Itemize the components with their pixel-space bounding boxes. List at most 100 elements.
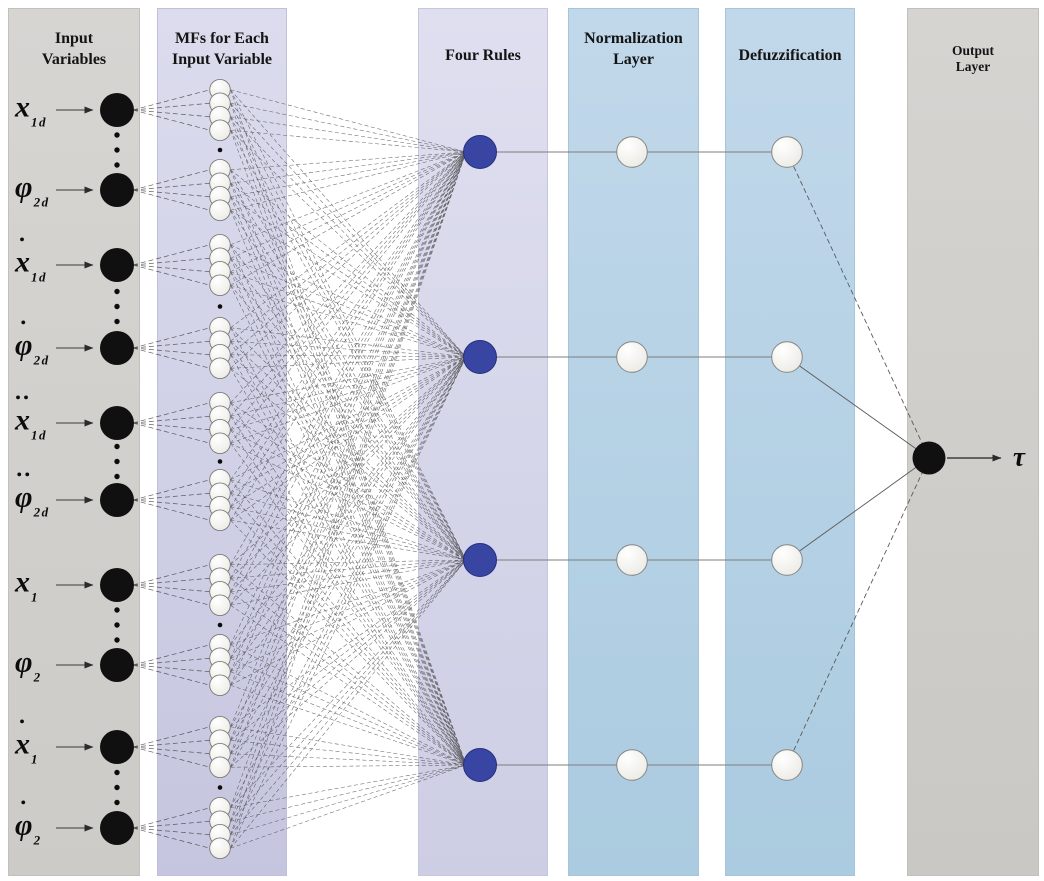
defuzzification-node [771,341,803,373]
fan-link [132,264,211,286]
dot [114,769,120,776]
defuzzification-title: Defuzzification [738,47,842,64]
derivative-dots: •• [15,468,32,482]
mesh-link [230,356,467,754]
variable-base: x [15,727,30,761]
fan-link [132,492,211,501]
mesh-link [230,285,467,561]
mesh-link [230,559,467,579]
mesh-link [230,129,467,153]
mesh-link [230,116,467,561]
mesh-link [230,356,467,431]
mesh-link [230,341,467,561]
mesh-link [230,151,467,480]
mesh-link [230,506,467,766]
fan-link [132,189,211,211]
variable-base: φ [15,480,33,514]
mesh-link [230,151,467,328]
mesh-link [230,764,467,809]
mesh-link [230,151,467,211]
fan-link [132,402,211,424]
mesh-link [230,151,467,768]
dot [114,132,120,138]
mesh-link [230,151,467,403]
output-layer-title: Output Layer [951,43,995,74]
mesh-link [230,151,467,592]
mesh-link [230,257,467,358]
fan-link [132,109,211,131]
fan-link [132,182,211,191]
mesh-link [230,429,467,766]
output-link [786,457,930,766]
mesh-link [230,151,467,184]
variable-base: x [15,403,30,437]
mesh-link [230,506,467,561]
mesh-link [230,271,467,561]
mesh-link [230,102,467,153]
mesh-link [230,196,467,358]
fan-link [132,564,211,586]
mesh-link [230,564,467,766]
mesh-link [230,559,467,822]
mf-node [209,756,231,779]
mesh-link [230,416,467,766]
input-to-mf-links [132,89,211,849]
variable-base: φ [15,645,33,679]
derivative-dots: • [19,796,28,810]
dot [114,473,120,480]
row-links [496,151,772,766]
input-node [100,248,134,282]
mesh-link [230,356,467,579]
variable-glyph: •x [15,234,30,278]
mesh-link [230,271,467,358]
mesh-link [230,559,467,808]
dot [114,622,120,628]
derivative-dots: • [19,316,28,330]
mf-node [209,199,231,221]
fan-link [132,584,211,606]
fan-link [132,664,211,686]
dot [114,443,120,450]
variable-subscript: 1d [31,269,47,285]
mesh-link [230,244,467,358]
mf-node [209,274,231,297]
mf-node [209,432,231,455]
mesh-link [230,196,467,766]
column-input-variables: Input Variables [8,8,140,876]
input-node [100,406,134,440]
mesh-link [230,402,467,766]
mesh-link [230,341,467,766]
mesh-link [230,151,467,369]
fan-link [132,657,211,666]
mesh-link [230,578,467,766]
mesh-link [230,89,467,561]
mesh-link [230,356,467,444]
mesh-link [230,284,467,358]
mesh-link [230,151,467,521]
mesh-link [230,210,467,561]
fan-link [132,820,211,829]
mesh-link [230,151,467,835]
dot [217,147,223,153]
fan-link [132,340,211,349]
input-node [100,93,134,127]
mesh-link [230,151,467,686]
rule-node [463,135,497,169]
mesh-link [230,151,467,822]
defuzzification-node [771,544,803,576]
mesh-link [230,151,467,444]
fan-link [132,189,211,198]
mesh-link [230,356,467,521]
fan-link [132,422,211,431]
mesh-link [230,356,467,808]
fan-link [132,169,211,191]
fan-link [132,746,211,768]
variable-subscript: 2d [33,504,50,520]
mesh-link [230,327,467,358]
